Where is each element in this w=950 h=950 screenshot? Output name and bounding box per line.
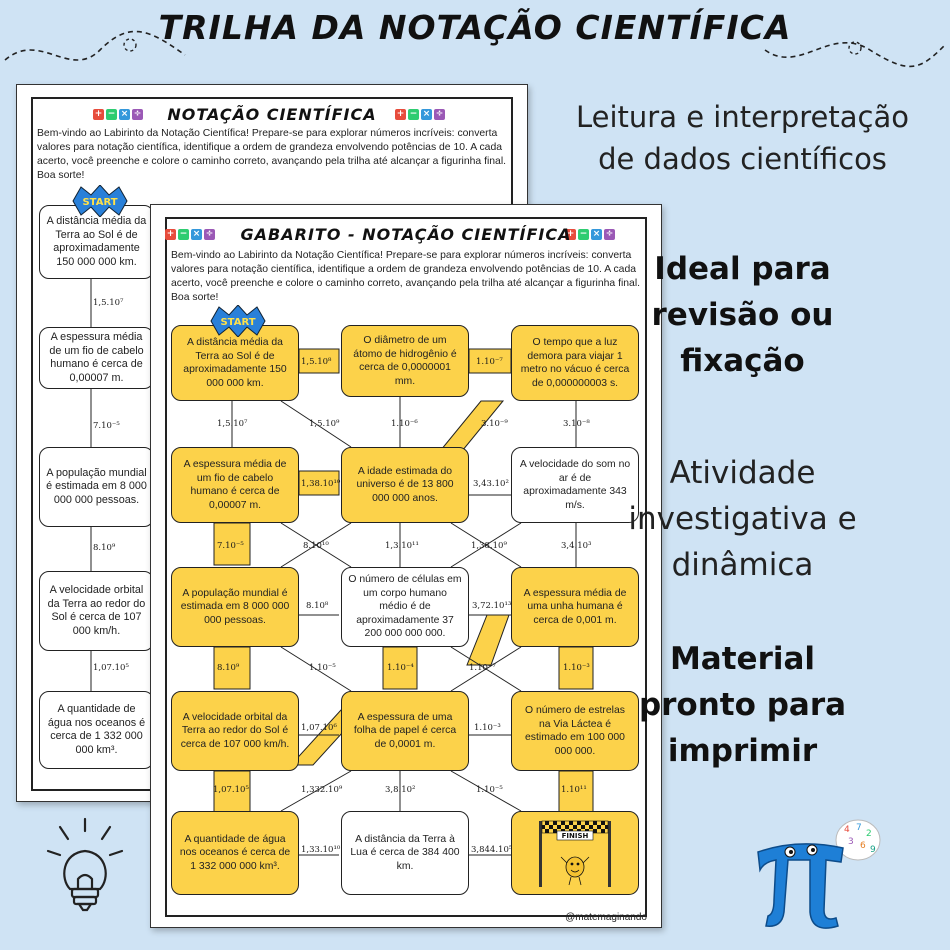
back-box-2: A espessura média de um fio de cabelo hu… <box>39 327 154 389</box>
lightbulb-icon <box>46 817 124 912</box>
maze-box-finish: FINISH <box>511 811 639 895</box>
connector-label: 1.10⁻⁴ <box>387 663 414 673</box>
pi-mascot-icon: 4 7 2 3 6 9 <box>757 819 881 929</box>
connector-label: 1.10⁻⁵ <box>476 785 503 795</box>
finish-label: FINISH <box>562 832 589 840</box>
back-box-4: A velocidade orbital da Terra ao redor d… <box>39 571 154 651</box>
connector-label: 1.10⁻³ <box>563 663 590 673</box>
connector-label: 3,8.10² <box>385 785 416 795</box>
maze-box-5: A idade estimada do universo é de 13 800… <box>341 447 469 523</box>
connector-label: 3,72.10¹³ <box>472 601 512 611</box>
front-sheet-intro: Bem-vindo ao Labirinto da Notação Cientí… <box>171 250 641 303</box>
maze-box-10: A velocidade orbital da Terra ao redor d… <box>171 691 299 771</box>
connector-label: 1,38.10¹⁰ <box>301 479 341 489</box>
connector-label: 1.10⁻⁵ <box>309 663 336 673</box>
connector-label: 1,332.10⁹ <box>301 785 343 795</box>
maze-box-13: A quantidade de água nos oceanos é cerca… <box>171 811 299 895</box>
connector-label: 1,5.10⁹ <box>309 419 340 429</box>
connector-label: 3,43.10² <box>473 479 509 489</box>
back-sheet-heading: NOTAÇÃO CIENTÍFICA <box>167 105 377 124</box>
maze-box-12: O número de estrelas na Via Láctea é est… <box>511 691 639 771</box>
back-box-1: A distância média da Terra ao Sol é de a… <box>39 205 154 279</box>
back-sheet-intro: Bem-vindo ao Labirinto da Notação Cientí… <box>37 128 507 181</box>
math-ops-icon: +−×÷ <box>93 109 143 120</box>
svg-text:9: 9 <box>870 845 876 855</box>
connector-label: 1.10⁻³ <box>474 723 501 733</box>
connector-label: 8.10¹⁰ <box>303 541 329 551</box>
author-handle: @matemaginando <box>565 912 647 923</box>
connector-label: 3.10⁻⁹ <box>481 419 508 429</box>
connector-label: 3.10⁻⁸ <box>563 419 590 429</box>
back-connector: 1,07.10⁵ <box>93 663 129 673</box>
svg-text:6: 6 <box>860 841 866 851</box>
connector-label: 1.10⁻⁷ <box>476 357 503 367</box>
math-ops-icon: +−×÷ <box>395 109 445 120</box>
svg-text:4: 4 <box>844 825 850 835</box>
start-badge-icon: START <box>72 185 128 217</box>
maze-box-7: A população mundial é estimada em 8 000 … <box>171 567 299 647</box>
start-badge-icon: START <box>210 305 266 337</box>
connector-label: 1,5.10⁷ <box>217 419 248 429</box>
connector-label: 1.10⁻⁷ <box>469 663 496 673</box>
connector-label: 1,07.10⁵ <box>213 785 249 795</box>
page-title: TRILHA DA NOTAÇÃO CIENTÍFICA <box>158 8 792 47</box>
maze-box-1: A distância média da Terra ao Sol é de a… <box>171 325 299 401</box>
maze-box-3: O tempo que a luz demora para viajar 1 m… <box>511 325 639 401</box>
svg-text:2: 2 <box>866 829 872 839</box>
back-box-5: A quantidade de água nos oceanos é cerca… <box>39 691 154 769</box>
connector-label: 1,38.10⁹ <box>471 541 507 551</box>
back-box-3: A população mundial é estimada em 8 000 … <box>39 447 154 527</box>
start-label: START <box>220 317 255 328</box>
front-sheet-heading: GABARITO - NOTAÇÃO CIENTÍFICA <box>240 225 572 244</box>
connector-label: 1,3.10¹¹ <box>385 541 419 551</box>
connector-label: 3,4.10³ <box>561 541 592 551</box>
connector-label: 1,07.10⁶ <box>301 723 337 733</box>
connector-label: 8.10⁸ <box>306 601 329 611</box>
connector-label: 1,5.10⁸ <box>301 357 332 367</box>
maze-box-2: O diâmetro de um átomo de hidrogênio é c… <box>341 325 469 397</box>
connector-label: 3,844.10⁵ <box>471 845 513 855</box>
svg-text:3: 3 <box>848 837 854 847</box>
back-connector: 7.10⁻⁵ <box>93 421 120 431</box>
back-connector: 1,5.10⁷ <box>93 298 124 308</box>
start-label: START <box>82 197 117 208</box>
maze-box-9: A espessura média de uma unha humana é c… <box>511 567 639 647</box>
dashed-swirl-left <box>4 30 186 61</box>
math-ops-icon: +−×÷ <box>565 229 615 240</box>
maze-box-6: A velocidade do som no ar é de aproximad… <box>511 447 639 523</box>
connector-label: 1.10¹¹ <box>561 785 587 795</box>
connector-label: 8.10⁹ <box>217 663 240 673</box>
answer-key-worksheet: +−×÷ +−×÷ GABARITO - NOTAÇÃO CIENTÍFICA … <box>150 204 662 928</box>
connector-label: 1.10⁻⁶ <box>391 419 418 429</box>
back-connector: 8.10⁹ <box>93 543 116 553</box>
maze-box-8: O número de células em um corpo humano m… <box>341 567 469 647</box>
connector-label: 7.10⁻⁵ <box>217 541 244 551</box>
svg-text:7: 7 <box>856 823 862 833</box>
dashed-swirl-right <box>764 41 946 68</box>
maze-box-11: A espessura de uma folha de papel é cerc… <box>341 691 469 771</box>
maze-box-4: A espessura média de um fio de cabelo hu… <box>171 447 299 523</box>
math-ops-icon: +−×÷ <box>165 229 215 240</box>
finish-banner-icon: FINISH <box>539 820 611 887</box>
connector-label: 1,33.10¹⁰ <box>301 845 341 855</box>
maze-box-14: A distância da Terra à Lua é cerca de 38… <box>341 811 469 895</box>
